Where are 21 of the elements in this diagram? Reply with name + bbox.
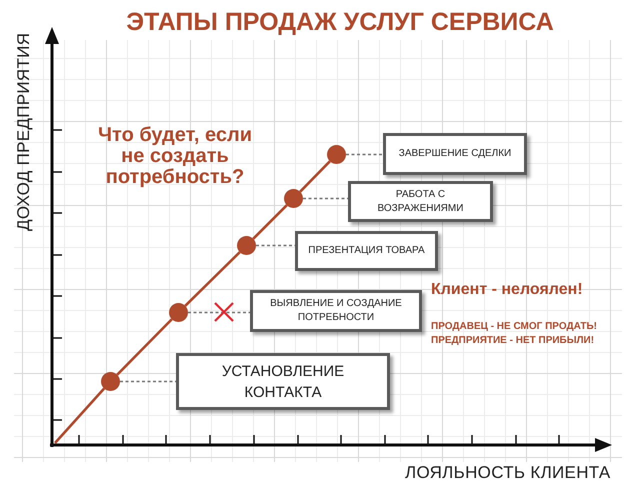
axis-label: ДОХОД ПРЕДПРИЯТИЯ [14, 32, 34, 231]
note-text: ПРЕДПРИЯТИЕ - НЕТ ПРИБЫЛИ! [431, 335, 594, 346]
stage-box: УСТАНОВЛЕНИЕ КОНТАКТА [176, 353, 390, 410]
axis-label: ЛОЯЛЬНОСТЬ КЛИЕНТА [405, 463, 611, 483]
leader-line [346, 154, 383, 156]
trend-line [299, 160, 331, 193]
note-text: ПРОДАВЕЦ - НЕ СМОГ ПРОДАТЬ! [431, 321, 597, 332]
leader-line [188, 312, 250, 314]
stage-box: ПРЕЗЕНТАЦИЯ ТОВАРА [295, 231, 438, 271]
leader-line [303, 198, 348, 200]
trend-line [54, 388, 106, 444]
leader-line [120, 380, 176, 382]
question-text: Что будет, если не создать потребность? [96, 125, 253, 188]
trend-line [184, 251, 241, 307]
warning-text: Клиент - нелоялен! [431, 281, 583, 299]
trend-line [116, 318, 173, 376]
stage-box: ЗАВЕРШЕНИЕ СДЕЛКИ [383, 133, 527, 175]
stage-box: РАБОТА С ВОЗРАЖЕНИЯМИ [348, 181, 493, 222]
trend-line [252, 204, 288, 240]
stage-box: ВЫЯВЛЕНИЕ И СОЗДАНИЕ ПОТРЕБНОСТИ [250, 290, 422, 332]
leader-line [256, 244, 295, 246]
